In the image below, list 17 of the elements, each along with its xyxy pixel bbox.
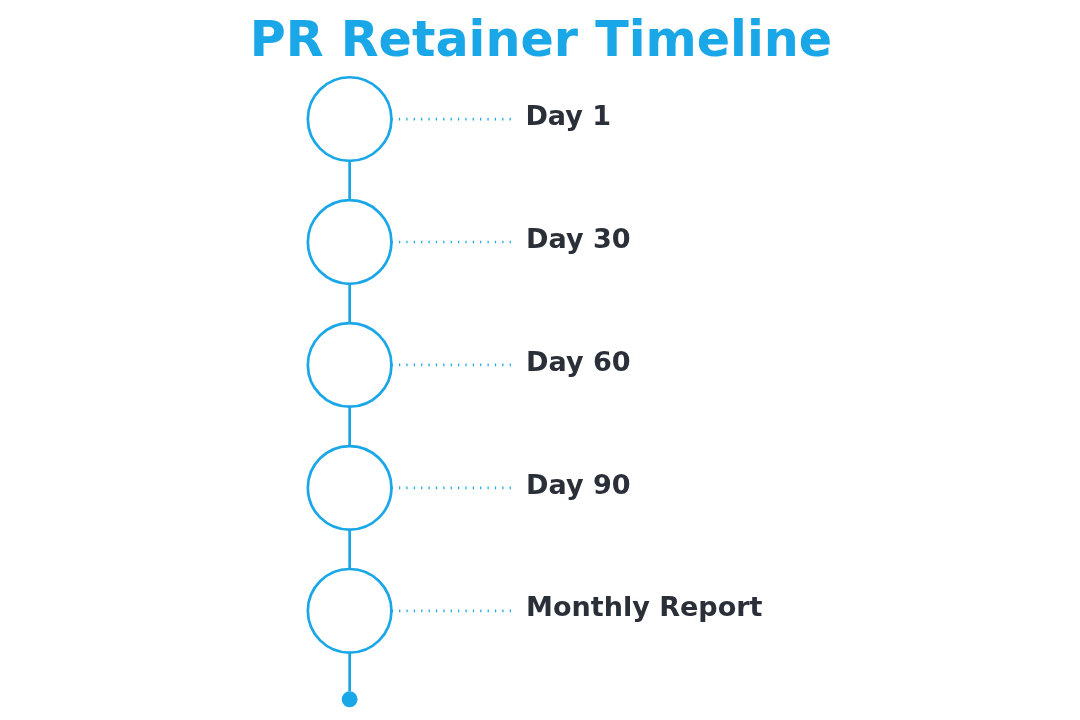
node-circle	[306, 321, 393, 409]
connector	[347, 161, 351, 200]
node-text: Day 60	[525, 345, 631, 377]
node-circle	[306, 567, 393, 654]
node-circle	[306, 444, 393, 531]
node-text: Monthly Report	[525, 591, 763, 623]
diagram-title: PR Retainer Timeline	[249, 10, 832, 69]
connector	[347, 653, 351, 692]
connector	[347, 406, 351, 446]
connector	[347, 284, 351, 323]
node-text: Day 90	[525, 468, 631, 500]
node-circle	[306, 75, 393, 163]
node-text: Day 30	[525, 222, 631, 254]
node-text: Day 1	[524, 99, 611, 131]
node-dot	[341, 691, 358, 708]
connector	[347, 529, 351, 569]
node-circle	[306, 198, 393, 286]
